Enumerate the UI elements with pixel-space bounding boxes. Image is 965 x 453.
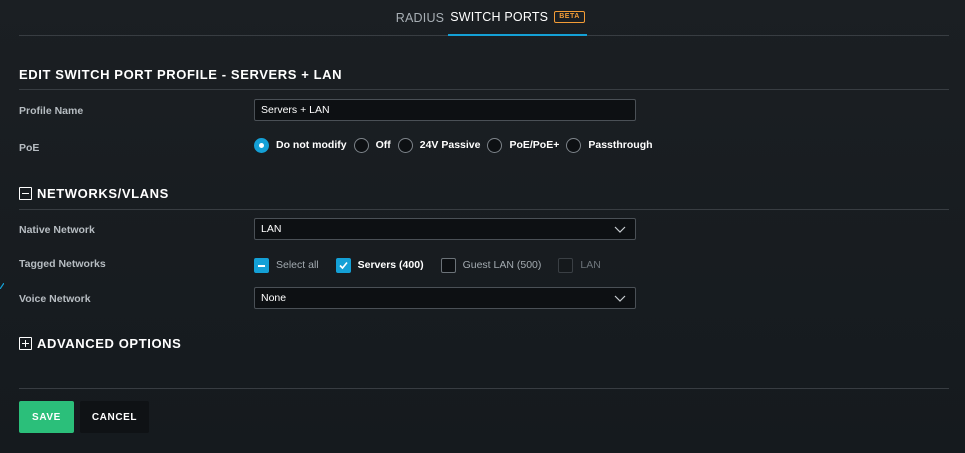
poe-option-label: Do not modify — [276, 139, 347, 151]
voice-network-select[interactable]: None — [254, 287, 636, 309]
networks-divider — [19, 209, 949, 210]
tagged-networks-group: Select all Servers (400) Guest LAN (500)… — [254, 257, 618, 273]
poe-option-label: Off — [375, 139, 391, 151]
poe-option-poe-poe-plus[interactable]: PoE/PoE+ — [487, 137, 560, 153]
servers-label: Servers (400) — [357, 259, 424, 271]
title-divider — [19, 89, 949, 90]
advanced-options-title[interactable]: ADVANCED OPTIONS — [37, 336, 182, 351]
poe-label: PoE — [19, 142, 40, 154]
chevron-down-icon — [614, 295, 626, 302]
guest-lan-label: Guest LAN (500) — [462, 259, 542, 271]
poe-radio-poe-poe-plus[interactable] — [487, 137, 503, 153]
networks-section-title[interactable]: NETWORKS/VLANS — [37, 186, 169, 201]
poe-option-label: PoE/PoE+ — [509, 139, 560, 151]
tagged-guest-lan[interactable]: Guest LAN (500) — [440, 257, 552, 273]
tagged-servers[interactable]: Servers (400) — [335, 257, 434, 273]
footer-divider — [19, 388, 949, 389]
poe-option-off[interactable]: Off — [353, 137, 391, 153]
poe-radio-do-not-modify[interactable] — [254, 137, 269, 153]
page-title: EDIT SWITCH PORT PROFILE - SERVERS + LAN — [19, 67, 343, 82]
servers-checkbox[interactable] — [335, 257, 351, 273]
poe-option-label: Passthrough — [588, 139, 653, 151]
select-all-label: Select all — [276, 259, 319, 271]
tagged-networks-label: Tagged Networks — [19, 258, 106, 270]
tab-radius[interactable]: RADIUS — [381, 0, 459, 36]
poe-radio-group: Do not modify Off 24V Passive PoE/PoE+ P… — [254, 137, 660, 153]
lan-checkbox — [558, 257, 574, 273]
lan-label: LAN — [580, 259, 601, 271]
save-button[interactable]: SAVE — [19, 401, 74, 433]
native-network-select[interactable]: LAN — [254, 218, 636, 240]
minus-square-icon[interactable] — [19, 187, 32, 200]
poe-radio-passthrough[interactable] — [566, 137, 582, 153]
beta-badge: BETA — [554, 11, 585, 23]
native-network-label: Native Network — [19, 224, 95, 236]
poe-option-label: 24V Passive — [419, 139, 481, 151]
native-network-value: LAN — [261, 223, 282, 235]
poe-option-24v-passive[interactable]: 24V Passive — [397, 137, 481, 153]
tab-radius-label: RADIUS — [395, 11, 445, 25]
voice-network-label: Voice Network — [19, 293, 91, 305]
guest-lan-checkbox[interactable] — [440, 257, 456, 273]
poe-option-passthrough[interactable]: Passthrough — [566, 137, 653, 153]
tab-switch-ports-label: SWITCH PORTS — [450, 10, 549, 24]
check-icon — [339, 261, 348, 269]
cancel-button[interactable]: CANCEL — [80, 401, 149, 433]
select-all-checkbox[interactable] — [254, 257, 269, 273]
poe-radio-off[interactable] — [353, 137, 369, 153]
side-marker-icon — [0, 283, 4, 289]
tab-bar: RADIUS SWITCH PORTS BETA — [19, 0, 949, 36]
tagged-lan: LAN — [558, 257, 610, 273]
chevron-down-icon — [614, 226, 626, 233]
poe-radio-24v-passive[interactable] — [397, 137, 413, 153]
voice-network-value: None — [261, 292, 287, 304]
tab-switch-ports[interactable]: SWITCH PORTS BETA — [448, 0, 587, 36]
tagged-select-all[interactable]: Select all — [254, 257, 329, 273]
profile-name-input[interactable] — [254, 99, 636, 121]
poe-option-do-not-modify[interactable]: Do not modify — [254, 137, 347, 153]
plus-square-icon[interactable] — [19, 337, 32, 350]
profile-name-label: Profile Name — [19, 105, 84, 117]
